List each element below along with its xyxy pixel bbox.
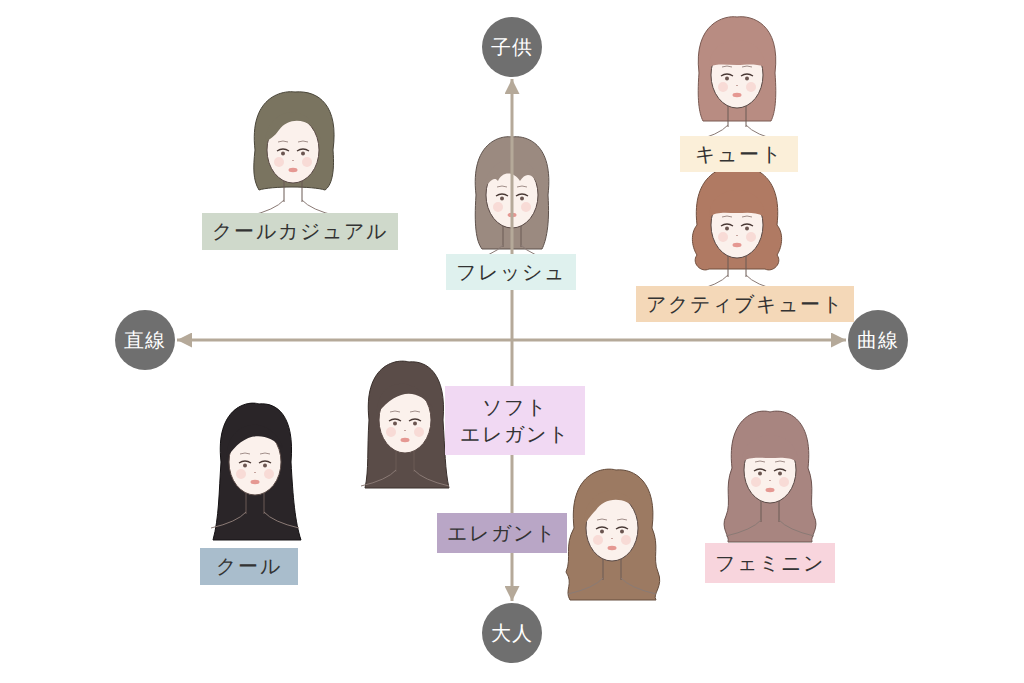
- node-text: キュート: [695, 141, 783, 168]
- node-text: フレッシュ: [456, 259, 566, 286]
- node-text: 子供: [491, 34, 533, 61]
- node-text: アクティブキュート: [646, 291, 844, 318]
- node-text: 大人: [491, 620, 533, 647]
- axis-end-circle: 直線: [115, 310, 175, 370]
- style-label-box: フェミニン: [705, 543, 835, 583]
- face-illustration: [724, 411, 816, 542]
- axis-end-circle: 大人: [482, 603, 542, 663]
- style-label-box: エレガント: [437, 513, 567, 553]
- style-label-box: クールカジュアル: [202, 213, 398, 250]
- style-label-box: アクティブキュート: [636, 286, 854, 322]
- node-text: フェミニン: [715, 550, 825, 577]
- face-illustration: [361, 361, 449, 488]
- axis-end-circle: 子供: [482, 17, 542, 77]
- style-label-box: クール: [200, 548, 298, 585]
- axis-end-circle: 曲線: [848, 310, 908, 370]
- node-text: エレガント: [447, 520, 557, 547]
- style-label-box: ソフト エレガント: [445, 386, 585, 455]
- face-illustration: [249, 92, 337, 216]
- face-illustration: [692, 167, 781, 291]
- style-label-box: フレッシュ: [446, 254, 576, 290]
- node-text: ソフト エレガント: [455, 394, 575, 448]
- node-text: 直線: [124, 327, 166, 354]
- node-text: クール: [216, 553, 282, 580]
- face-illustration: [566, 469, 660, 600]
- face-illustration: [211, 403, 301, 540]
- face-illustration: [693, 17, 781, 141]
- node-text: クールカジュアル: [212, 218, 388, 245]
- style-label-box: キュート: [680, 136, 798, 172]
- node-text: 曲線: [857, 327, 899, 354]
